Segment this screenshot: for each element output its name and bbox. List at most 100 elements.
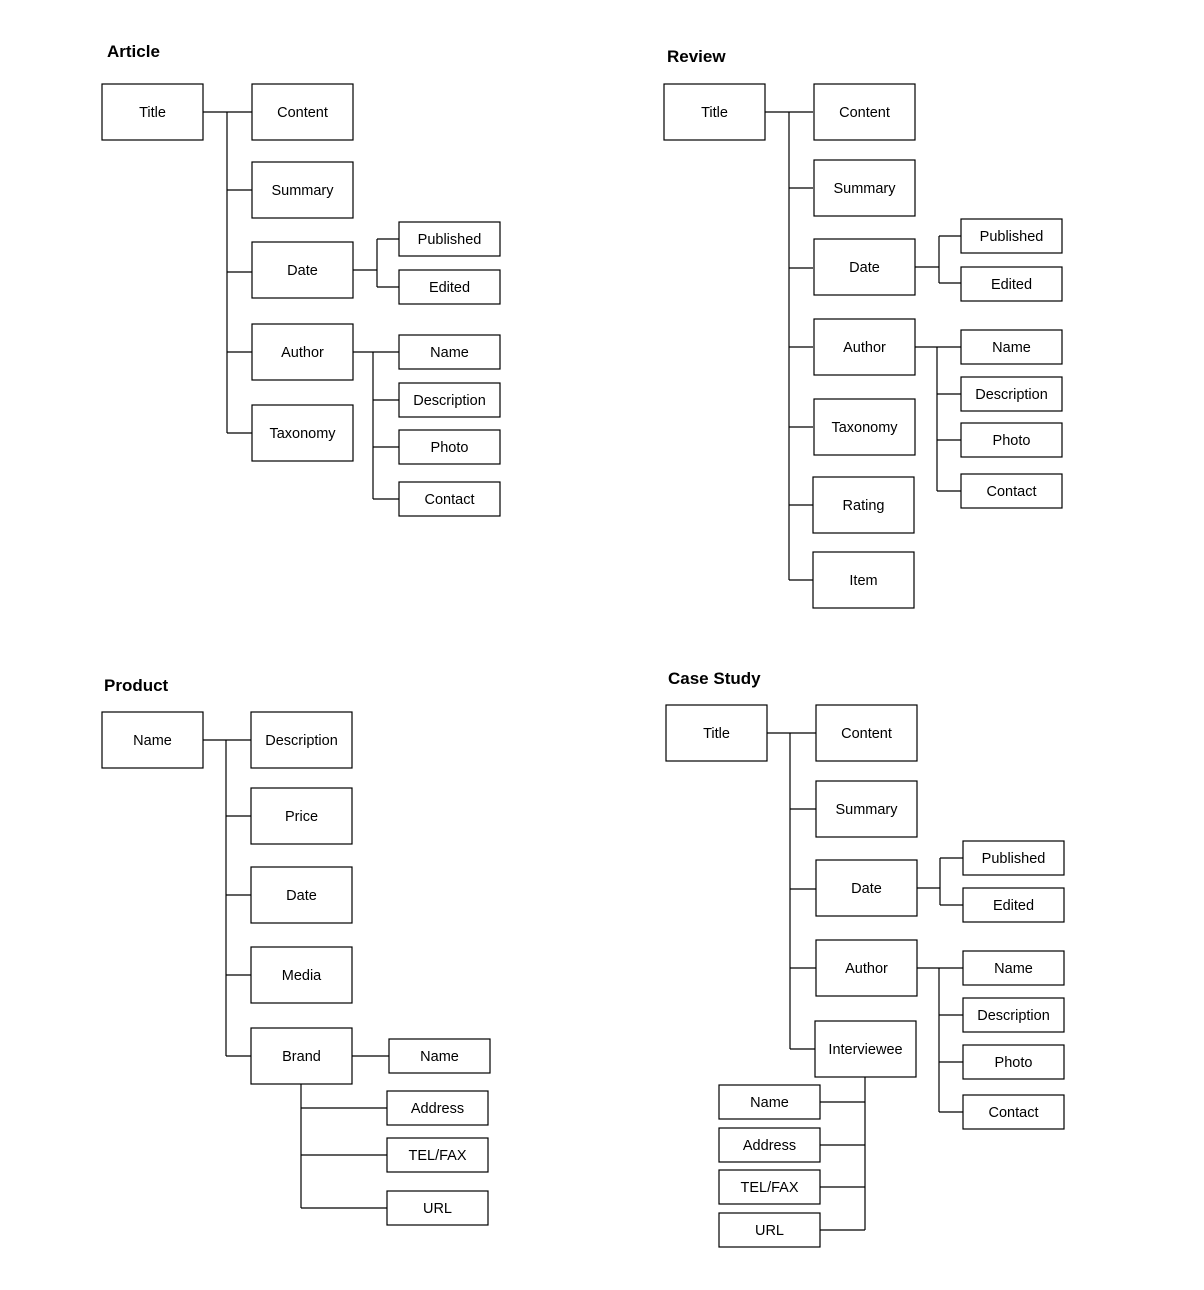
article-title-box: Title xyxy=(101,83,204,141)
box-label: Item xyxy=(849,573,877,589)
review-author-photo-box: Photo xyxy=(960,422,1063,458)
box-label: Author xyxy=(281,345,324,361)
review-connector xyxy=(765,111,813,581)
case-study-author-name-box: Name xyxy=(962,950,1065,986)
case-study-interviewee-box: Interviewee xyxy=(814,1020,917,1078)
box-label: Date xyxy=(287,263,318,279)
article-diagram: Article Title Content Summary Date Autho… xyxy=(101,42,501,517)
box-label: Name xyxy=(750,1095,789,1111)
case-study-date-box: Date xyxy=(815,859,918,917)
case-study-content-box: Content xyxy=(815,704,918,762)
article-date-connector xyxy=(353,238,399,288)
box-label: Name xyxy=(430,345,469,361)
case-study-edited-box: Edited xyxy=(962,887,1065,923)
case-study-connector xyxy=(767,732,816,1050)
box-label: Title xyxy=(701,105,728,121)
case-study-interviewee-address-box: Address xyxy=(718,1127,821,1163)
box-label: Date xyxy=(851,881,882,897)
box-label: Photo xyxy=(995,1055,1033,1071)
review-diagram: Review Title Content Summary Date Author… xyxy=(663,47,1063,609)
box-label: Brand xyxy=(282,1049,321,1065)
box-label: Title xyxy=(703,726,730,742)
box-label: Interviewee xyxy=(828,1042,902,1058)
article-connector xyxy=(203,111,252,434)
case-study-summary-box: Summary xyxy=(815,780,918,838)
box-label: Description xyxy=(265,733,338,749)
review-title-box: Title xyxy=(663,83,766,141)
box-label: Address xyxy=(743,1138,796,1154)
article-author-contact-box: Contact xyxy=(398,481,501,517)
article-published-box: Published xyxy=(398,221,501,257)
case-study-title-box: Title xyxy=(665,704,768,762)
box-label: Contact xyxy=(989,1105,1039,1121)
article-taxonomy-box: Taxonomy xyxy=(251,404,354,462)
article-date-box: Date xyxy=(251,241,354,299)
box-label: Published xyxy=(982,851,1046,867)
box-label: Media xyxy=(282,968,322,984)
box-label: Edited xyxy=(993,898,1034,914)
box-label: Published xyxy=(418,232,482,248)
review-taxonomy-box: Taxonomy xyxy=(813,398,916,456)
box-label: Summary xyxy=(833,181,896,197)
box-label: Content xyxy=(841,726,892,742)
article-summary-box: Summary xyxy=(251,161,354,219)
box-label: Description xyxy=(413,393,486,409)
box-label: Name xyxy=(420,1049,459,1065)
product-brand-url-box: URL xyxy=(386,1190,489,1226)
product-diagram: Product Name Description Price Date Medi… xyxy=(101,676,491,1226)
box-label: Content xyxy=(277,105,328,121)
review-author-description-box: Description xyxy=(960,376,1063,412)
box-label: Summary xyxy=(271,183,334,199)
article-author-photo-box: Photo xyxy=(398,429,501,465)
product-description-box: Description xyxy=(250,711,353,769)
product-brand-name-box: Name xyxy=(388,1038,491,1074)
case-study-author-connector xyxy=(917,967,963,1113)
review-author-connector xyxy=(915,346,961,492)
product-date-box: Date xyxy=(250,866,353,924)
article-author-connector xyxy=(353,351,399,500)
article-content-box: Content xyxy=(251,83,354,141)
box-label: Contact xyxy=(425,492,475,508)
box-label: Name xyxy=(992,340,1031,356)
box-label: Description xyxy=(977,1008,1050,1024)
review-date-box: Date xyxy=(813,238,916,296)
product-brand-box: Brand xyxy=(250,1027,353,1085)
case-study-author-contact-box: Contact xyxy=(962,1094,1065,1130)
case-study-author-box: Author xyxy=(815,939,918,997)
case-study-interviewee-telfax-box: TEL/FAX xyxy=(718,1169,821,1205)
box-label: Price xyxy=(285,809,318,825)
box-label: Rating xyxy=(843,498,885,514)
box-label: Photo xyxy=(993,433,1031,449)
box-label: Date xyxy=(849,260,880,276)
box-label: Edited xyxy=(429,280,470,296)
product-media-box: Media xyxy=(250,946,353,1004)
box-label: Contact xyxy=(987,484,1037,500)
box-label: Author xyxy=(845,961,888,977)
review-author-name-box: Name xyxy=(960,329,1063,365)
case-study-date-connector xyxy=(917,857,963,906)
article-author-box: Author xyxy=(251,323,354,381)
article-heading: Article xyxy=(107,42,160,61)
box-label: URL xyxy=(423,1201,452,1217)
box-label: Name xyxy=(133,733,172,749)
product-price-box: Price xyxy=(250,787,353,845)
box-label: Author xyxy=(843,340,886,356)
review-edited-box: Edited xyxy=(960,266,1063,302)
review-content-box: Content xyxy=(813,83,916,141)
box-label: Content xyxy=(839,105,890,121)
case-study-author-description-box: Description xyxy=(962,997,1065,1033)
box-label: TEL/FAX xyxy=(408,1148,466,1164)
box-label: Summary xyxy=(835,802,898,818)
box-label: Address xyxy=(411,1101,464,1117)
case-study-interviewee-url-box: URL xyxy=(718,1212,821,1248)
product-name-box: Name xyxy=(101,711,204,769)
product-brand-address-box: Address xyxy=(386,1090,489,1126)
article-author-description-box: Description xyxy=(398,382,501,418)
case-study-diagram: Case Study Title Content Summary Date Au… xyxy=(665,669,1065,1248)
box-label: Name xyxy=(994,961,1033,977)
review-published-box: Published xyxy=(960,218,1063,254)
review-item-box: Item xyxy=(812,551,915,609)
case-study-heading: Case Study xyxy=(668,669,761,688)
case-study-interviewee-name-box: Name xyxy=(718,1084,821,1120)
